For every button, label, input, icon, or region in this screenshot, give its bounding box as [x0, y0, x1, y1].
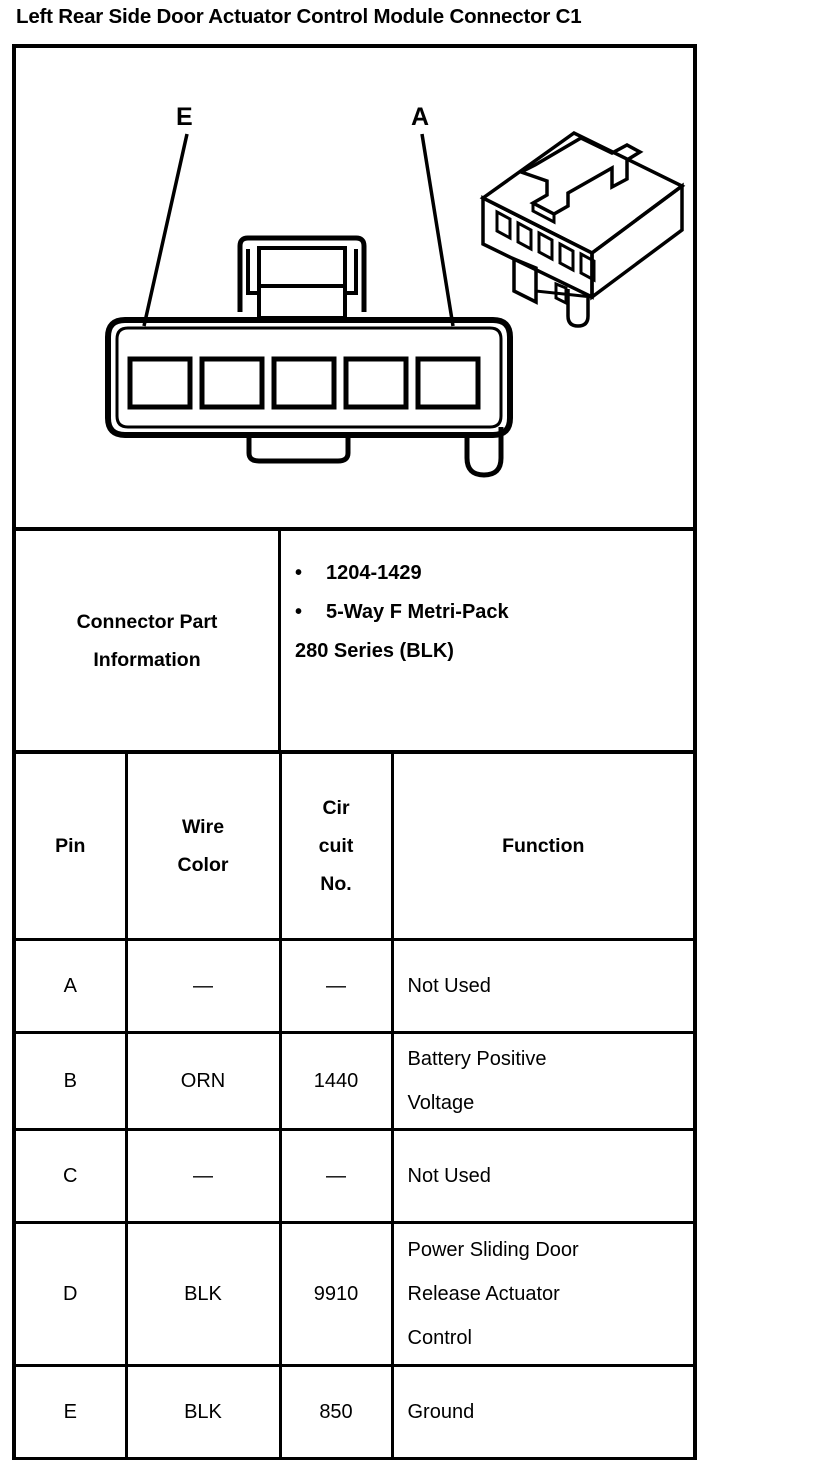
table-header-row: Pin Wire Color Cir cuit No. Function	[16, 754, 693, 941]
column-header-pin: Pin	[16, 754, 128, 941]
connector-illustration	[105, 130, 686, 478]
connector-part-information-row: Connector Part Information • 1204-1429 •…	[16, 531, 693, 754]
function-line: Ground	[407, 1400, 475, 1423]
part-description-continuation: 280 Series (BLK)	[295, 640, 454, 662]
cell-wire-color: BLK	[126, 1365, 282, 1460]
cell-pin: D	[16, 1222, 128, 1367]
pin-cavity-2	[199, 356, 265, 410]
cell-circuit-no: 1440	[280, 1032, 394, 1131]
connector-part-information-value: • 1204-1429 • 5-Way F Metri-Pack 280 Ser…	[281, 531, 693, 750]
table-row: D BLK 9910 Power Sliding Door Release Ac…	[16, 1222, 693, 1367]
pin-cavity-4	[343, 356, 409, 410]
function-line: Battery Positive	[407, 1047, 547, 1070]
wire-color-line-1: Wire	[181, 815, 225, 838]
function-line: Not Used	[407, 1164, 491, 1187]
connector-part-information-label: Connector Part Information	[16, 531, 281, 750]
table-row: C — — Not Used	[16, 1129, 693, 1224]
pin-cavity-3	[271, 356, 337, 410]
cell-circuit-no: —	[280, 1129, 394, 1224]
part-bullet-2: • 5-Way F Metri-Pack	[295, 593, 683, 632]
cell-function: Power Sliding Door Release Actuator Cont…	[392, 1222, 693, 1367]
table-row: E BLK 850 Ground	[16, 1365, 693, 1460]
cell-function: Not Used	[392, 939, 693, 1034]
circuit-line-2: cuit	[318, 834, 354, 857]
circuit-line-3: No.	[320, 872, 352, 895]
cell-function: Ground	[392, 1365, 693, 1460]
column-header-circuit-no: Cir cuit No.	[280, 754, 394, 941]
cell-wire-color: BLK	[126, 1222, 282, 1367]
cell-function: Battery Positive Voltage	[392, 1032, 693, 1131]
bullet-icon: •	[295, 601, 303, 623]
wire-color-line-2: Color	[177, 853, 229, 876]
leader-line-a	[420, 133, 455, 327]
diagram-stage: E A	[16, 48, 693, 527]
connector-diagram-cell: E A	[16, 48, 693, 531]
function-line: Voltage	[407, 1091, 475, 1114]
pin-assignment-table: Pin Wire Color Cir cuit No. Function A —…	[16, 754, 693, 1460]
cell-wire-color: —	[126, 1129, 282, 1224]
connector-info-table: E A Connector Part Information • 1204-14…	[12, 44, 697, 1460]
cell-wire-color: —	[126, 939, 282, 1034]
column-header-function: Function	[392, 754, 693, 941]
cell-pin: B	[16, 1032, 128, 1131]
connector-body-outline	[105, 317, 513, 438]
cell-pin: A	[16, 939, 128, 1034]
circuit-line-1: Cir	[322, 796, 350, 819]
function-line: Not Used	[407, 974, 491, 997]
connector-bottom-tab	[246, 435, 351, 464]
leader-line-e	[142, 133, 189, 327]
function-line: Control	[407, 1326, 472, 1349]
part-number: 1204-1429	[326, 562, 422, 584]
function-line: Power Sliding Door	[407, 1238, 579, 1261]
column-header-wire-color: Wire Color	[126, 754, 282, 941]
function-line: Release Actuator	[407, 1282, 560, 1305]
table-row: B ORN 1440 Battery Positive Voltage	[16, 1032, 693, 1131]
callout-label-a: A	[411, 103, 430, 131]
table-row: A — — Not Used	[16, 939, 693, 1034]
cell-circuit-no: —	[280, 939, 394, 1034]
connector-isometric-view	[479, 130, 686, 328]
pin-cavity-5	[415, 356, 481, 410]
cell-wire-color: ORN	[126, 1032, 282, 1131]
bullet-icon: •	[295, 562, 303, 584]
cell-pin: E	[16, 1365, 128, 1460]
page-title: Left Rear Side Door Actuator Control Mod…	[16, 5, 582, 28]
pin-cavity-1	[127, 356, 193, 410]
cell-circuit-no: 9910	[280, 1222, 394, 1367]
callout-label-e: E	[176, 103, 193, 131]
cell-circuit-no: 850	[280, 1365, 394, 1460]
cell-pin: C	[16, 1129, 128, 1224]
connector-side-hook	[464, 427, 504, 478]
cell-function: Not Used	[392, 1129, 693, 1224]
connector-front-view	[105, 235, 513, 478]
part-bullet-1: • 1204-1429	[295, 554, 683, 593]
part-description: 5-Way F Metri-Pack	[326, 601, 509, 623]
